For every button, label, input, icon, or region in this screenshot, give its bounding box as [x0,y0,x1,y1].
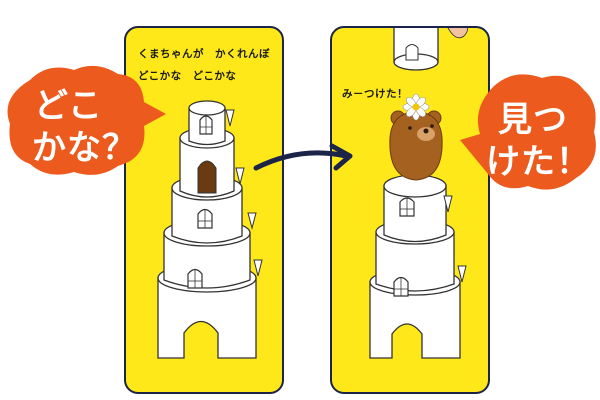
right-speech-bubble: 見つ けた！ [458,70,598,194]
left-bubble-line1: どこ [34,86,103,126]
left-bubble-line2: かな？ [32,128,137,168]
left-panel: くまちゃんが かくれんぼ どこかな どこかな [124,26,284,394]
left-caption-line1: くまちゃんが かくれんぼ [138,48,270,60]
tower-illustration-right [369,28,468,359]
right-caption: み－つけた！ [342,88,408,100]
arrow-right-icon [253,143,353,171]
flower-icon [402,93,430,121]
bear-illustration [389,110,443,181]
right-bubble-line1: 見つ [498,100,568,140]
left-caption-line2: どこかな どこかな [138,70,237,82]
tower-illustration-left [157,100,263,359]
left-speech-bubble: どこ かな？ [4,62,168,180]
right-bubble-line2: けた！ [486,142,591,182]
right-panel: み－つけた！ [330,26,490,394]
